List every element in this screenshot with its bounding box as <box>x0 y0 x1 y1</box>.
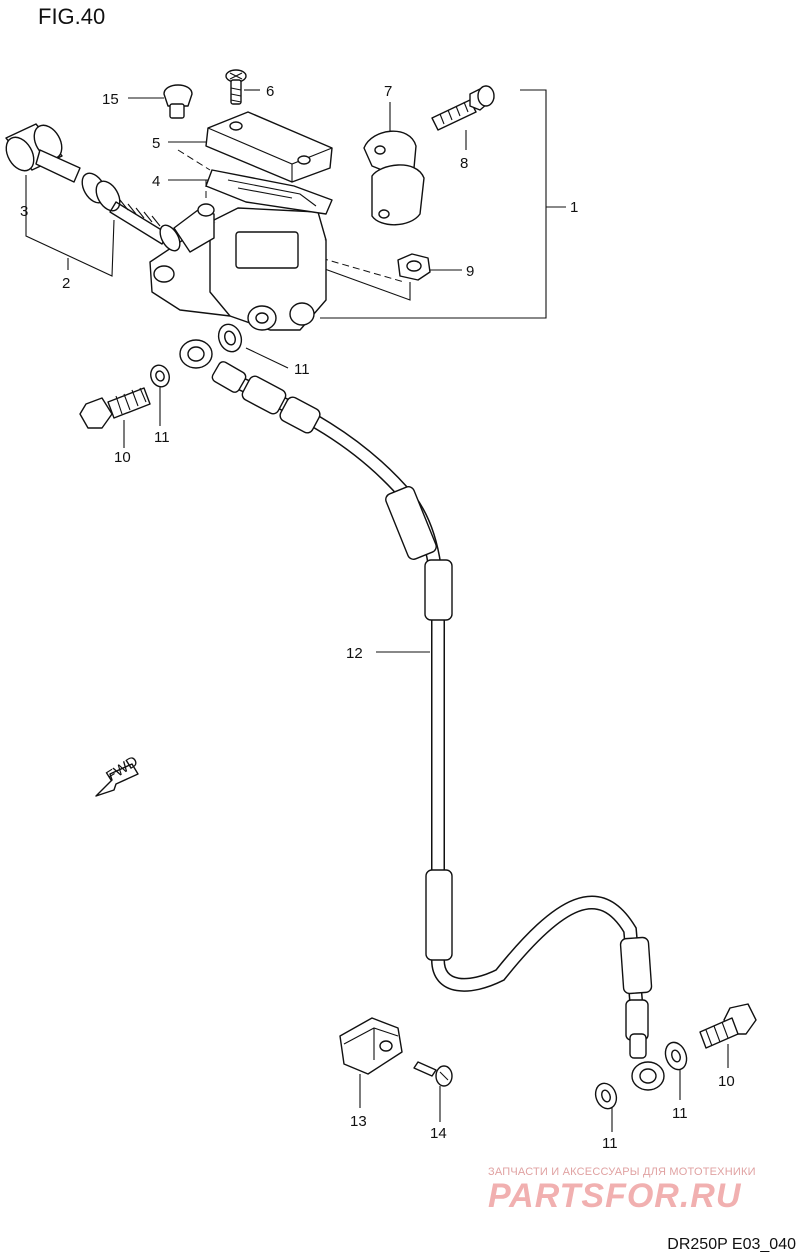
callout-11-lower-left: 11 <box>602 1135 618 1152</box>
callout-11-upper-right: 11 <box>294 361 310 378</box>
cap-screw <box>225 69 247 105</box>
callout-2: 2 <box>62 275 70 292</box>
figure-title: FIG.40 <box>38 4 106 29</box>
callout-13: 13 <box>350 1113 367 1130</box>
callout-4: 4 <box>152 173 160 190</box>
union-bolts <box>79 387 757 1049</box>
master-cylinder <box>149 203 327 331</box>
watermark-tagline: ЗАПЧАСТИ И АКСЕССУАРЫ ДЛЯ МОТОТЕХНИКИ <box>488 1166 756 1178</box>
watermark-logo: PARTSFOR.RU <box>488 1177 742 1215</box>
washers <box>150 323 688 1110</box>
hose-clamp <box>339 1017 403 1075</box>
clamp-screw <box>413 1061 453 1087</box>
callout-5: 5 <box>152 135 160 152</box>
callout-12: 12 <box>346 645 363 662</box>
callout-8: 8 <box>460 155 468 172</box>
reservoir-plug <box>163 84 193 119</box>
callout-7: 7 <box>384 83 392 100</box>
brake-hose <box>179 339 665 1091</box>
leader-lines <box>25 89 729 1132</box>
diaphragm <box>205 169 333 215</box>
fwd-arrow-icon: FWD <box>95 753 141 797</box>
callout-9: 9 <box>466 263 474 280</box>
figure-code: DR250P E03_040 <box>667 1236 796 1253</box>
callout-11-lower-right: 11 <box>672 1105 688 1122</box>
callout-numbers: 1 2 3 4 5 6 7 8 9 10 11 11 12 13 14 15 1… <box>20 83 735 1152</box>
callout-15: 15 <box>102 91 119 108</box>
callout-14: 14 <box>430 1125 447 1142</box>
piston-set <box>5 123 181 252</box>
callout-3: 3 <box>20 203 28 220</box>
callout-10-upper: 10 <box>114 449 131 466</box>
reservoir-cap <box>205 111 333 183</box>
clamp-bolt <box>431 85 495 131</box>
holder-clamp <box>363 130 425 226</box>
callout-6: 6 <box>266 83 274 100</box>
callout-1: 1 <box>570 199 578 216</box>
callout-10-lower: 10 <box>718 1073 735 1090</box>
nut <box>397 253 431 281</box>
callout-11-upper-left: 11 <box>154 429 170 446</box>
